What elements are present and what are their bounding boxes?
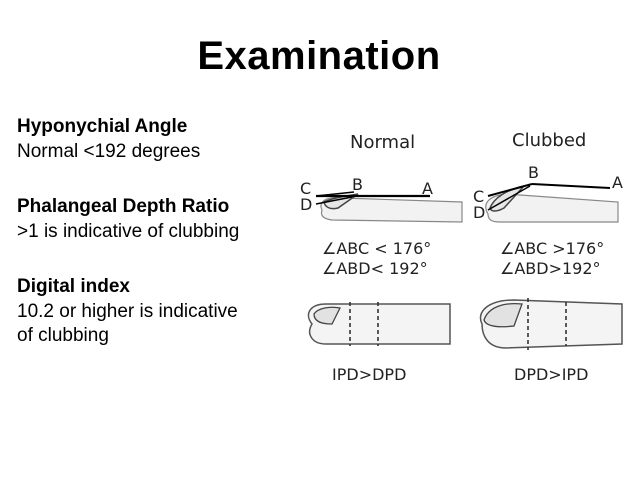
section-text: 10.2 or higher is indicative	[17, 301, 238, 322]
section-phalangeal-depth-ratio: Phalangeal Depth Ratio >1 is indicative …	[17, 194, 297, 244]
clubbed-angle-abd: ∠ABD>192°	[500, 259, 601, 278]
finger-clubbing-diagram: Normal Clubbed C B A D C B A D ∠ABC < 17…	[300, 130, 623, 384]
section-heading: Phalangeal Depth Ratio	[17, 196, 230, 217]
normal-point-c: C	[300, 179, 311, 198]
normal-angle-abc: ∠ABC < 176°	[322, 239, 431, 258]
clubbed-line-ba	[531, 183, 611, 189]
section-text: Normal <192 degrees	[17, 141, 201, 162]
normal-finger-depth	[307, 302, 451, 346]
clubbed-finger-profile	[485, 183, 619, 223]
section-text: of clubbing	[17, 325, 109, 346]
normal-point-a: A	[422, 179, 433, 198]
text-panel: Hyponychial Angle Normal <192 degrees Ph…	[17, 114, 297, 370]
section-text: >1 is indicative of clubbing	[17, 221, 240, 242]
normal-angle-abd: ∠ABD< 192°	[322, 259, 428, 278]
normal-point-d: D	[300, 195, 312, 214]
clubbed-point-a: A	[612, 173, 623, 192]
normal-depth-ratio: IPD>DPD	[332, 365, 406, 384]
section-heading: Hyponychial Angle	[17, 116, 188, 137]
normal-label: Normal	[350, 132, 415, 153]
clubbed-angle-abc: ∠ABC >176°	[500, 239, 604, 258]
clubbed-point-c: C	[473, 187, 484, 206]
section-digital-index: Digital index 10.2 or higher is indicati…	[17, 274, 297, 348]
clubbed-point-d: D	[473, 203, 485, 222]
clubbed-finger-depth	[479, 298, 623, 350]
section-heading: Digital index	[17, 276, 130, 297]
clubbed-depth-ratio: DPD>IPD	[514, 365, 588, 384]
slide-title: Examination	[197, 34, 441, 78]
normal-finger-profile	[315, 191, 463, 223]
clubbed-point-b: B	[528, 163, 539, 182]
section-hyponychial-angle: Hyponychial Angle Normal <192 degrees	[17, 114, 297, 164]
clubbed-label: Clubbed	[512, 130, 586, 151]
clubbed-line-cb	[487, 183, 533, 197]
normal-point-b: B	[352, 175, 363, 194]
